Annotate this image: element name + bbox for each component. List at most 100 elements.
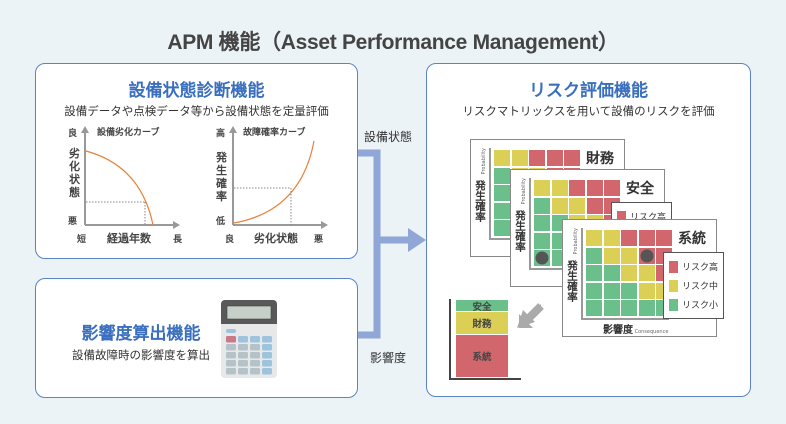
matrix-cell	[621, 265, 637, 281]
legend-swatch	[669, 298, 678, 311]
failure-probability-curve-chart: 故障確率カーブ 高 低 発生確率 良 劣化状態 悪	[215, 126, 328, 245]
calculator-key	[238, 336, 248, 343]
result-arrow-icon	[517, 303, 544, 328]
impact-panel: 影響度算出機能 設備故障時の影響度を算出	[35, 278, 358, 398]
diagnosis-subtitle: 設備データや点検データ等から設備状態を定量評価	[64, 104, 329, 118]
legend-item: リスク高	[617, 207, 666, 226]
matrix-cell	[494, 185, 510, 201]
matrix-cell	[586, 247, 602, 264]
matrix-cell	[551, 180, 568, 196]
calculator-key	[262, 368, 272, 375]
matrix-cell	[546, 150, 563, 166]
curve2-y-low: 低	[215, 215, 225, 227]
legend-label: リスク高	[630, 213, 667, 223]
flow-label-condition: 設備状態	[364, 130, 413, 144]
result-y-axis	[449, 299, 451, 379]
matrix-y-axis	[529, 178, 531, 270]
diagnosis-panel: 設備状態診断機能 設備データや点検データ等から設備状態を定量評価 設備劣化カーブ…	[35, 63, 358, 259]
legend-label: リスク小	[682, 301, 719, 311]
legend-swatch	[669, 260, 678, 273]
matrix-cell	[638, 230, 655, 246]
matrix-cell	[569, 197, 585, 214]
calculator-key	[238, 368, 248, 375]
curve1-x-arrow	[173, 221, 180, 229]
curve2-x-low: 良	[225, 233, 234, 245]
matrix-cell	[603, 265, 620, 281]
curve2-x-label: 劣化状態	[254, 231, 298, 245]
risk-legend: リスク高リスク中リスク小	[663, 252, 725, 319]
impact-subtitle: 設備故障時の影響度を算出	[72, 348, 210, 362]
flow-connector	[358, 149, 426, 339]
matrix-cell	[534, 215, 550, 231]
curve2-title: 故障確率カーブ	[243, 126, 305, 138]
matrix-cell	[621, 282, 637, 299]
matrix-y-label-en: Probability	[573, 228, 579, 255]
matrix-cell	[621, 247, 637, 264]
matrix-cell	[621, 230, 637, 246]
matrix-cell	[586, 265, 602, 281]
legend-item: リスク高	[669, 257, 718, 276]
page-title: APM 機能（Asset Performance Management）	[167, 31, 619, 54]
legend-swatch	[669, 279, 678, 292]
matrix-cell	[494, 220, 510, 236]
risk-matrix-title: 安全	[626, 181, 654, 197]
matrix-cell	[656, 230, 672, 246]
matrix-cell	[586, 282, 602, 299]
matrix-cell	[603, 282, 620, 299]
calculator-key	[226, 360, 236, 367]
curve1-y-arrow	[81, 126, 89, 133]
matrix-cell	[603, 300, 620, 316]
flow-bracket	[358, 149, 381, 339]
matrix-y-axis	[581, 228, 583, 320]
diagnosis-title: 設備状態診断機能	[128, 81, 265, 101]
risk-matrix-grid	[586, 230, 672, 316]
curve2-line	[233, 140, 315, 224]
matrix-cell	[551, 197, 568, 214]
risk-subtitle: リスクマトリックスを用いて設備のリスクを評価	[462, 104, 715, 118]
matrix-cell	[564, 150, 580, 166]
calculator-key	[238, 344, 248, 351]
calculator-key	[262, 344, 272, 351]
matrix-cell	[621, 300, 637, 316]
curve1-x-label: 経過年数	[107, 231, 152, 245]
stack-segment: 財務	[456, 312, 508, 336]
matrix-y-label: 発生確率	[566, 260, 578, 302]
matrix-cell	[534, 180, 550, 196]
matrix-cell	[569, 180, 585, 196]
matrix-cell	[534, 197, 550, 214]
matrix-cell	[529, 150, 545, 166]
risk-result-stack: 安全財務系統	[456, 300, 508, 378]
risk-matrix-frame: 系統発生確率 Probability リスク高リスク中リスク小影響度 Consequ…	[562, 219, 725, 337]
matrix-y-label-en: Probability	[521, 178, 527, 205]
calculator-key	[226, 368, 236, 375]
calculator-key	[226, 336, 236, 343]
curve1-y-label: 劣化状態	[69, 146, 81, 199]
risk-title: リスク評価機能	[529, 81, 648, 101]
matrix-y-label: 発生確率	[514, 210, 526, 252]
legend-item: リスク小	[669, 295, 718, 314]
matrix-cell	[534, 232, 550, 249]
legend-label: リスク中	[682, 282, 719, 292]
matrix-x-label: 影響度 Consequence	[603, 325, 669, 336]
calculator-key	[262, 352, 272, 359]
matrix-cell	[638, 247, 655, 264]
equipment-marker	[535, 251, 549, 265]
matrix-cell	[638, 282, 655, 299]
matrix-cell	[534, 250, 550, 266]
matrix-cell	[511, 150, 528, 166]
calculator-key	[250, 352, 260, 359]
stack-segment: 系統	[456, 335, 508, 378]
matrix-cell	[638, 300, 655, 316]
matrix-cell	[586, 230, 602, 246]
calculator-key	[250, 360, 260, 367]
matrix-y-label: 発生確率	[474, 180, 486, 222]
matrix-y-label-en: Probability	[481, 148, 487, 175]
risk-matrix-title: 系統	[678, 231, 706, 247]
curve1-line	[85, 150, 154, 226]
matrix-x-axis	[581, 318, 669, 320]
calculator-key	[250, 368, 260, 375]
curve1-x-low: 短	[77, 233, 86, 245]
curve2-x-high: 悪	[314, 234, 323, 245]
calculator-key	[226, 352, 236, 359]
calculator-key	[262, 336, 272, 343]
